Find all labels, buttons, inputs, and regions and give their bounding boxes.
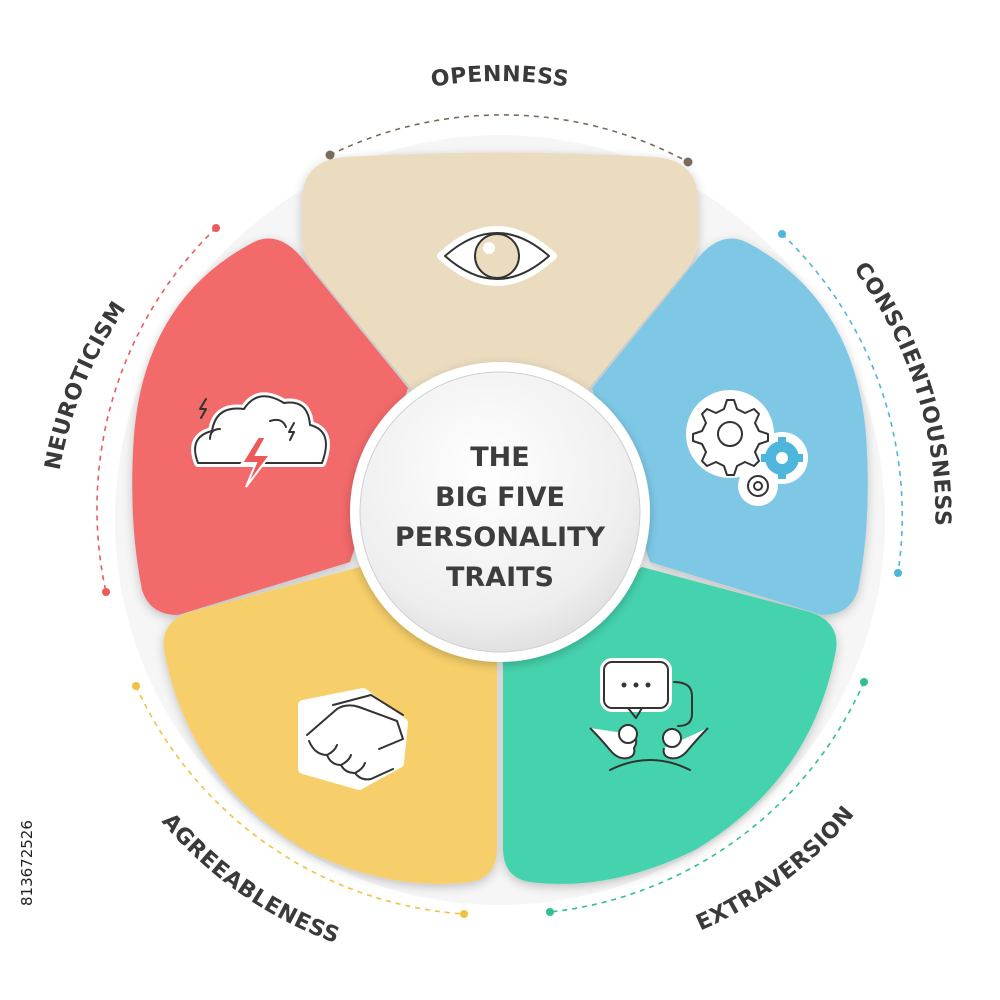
- arc-openness: [329, 114, 689, 163]
- arc-dot: [546, 908, 554, 916]
- label-openness: OPENNESS: [429, 62, 570, 93]
- arc-dot: [212, 224, 220, 232]
- center-badge: THE BIG FIVE PERSONALITY TRAITS: [350, 362, 650, 662]
- arc-extraversion: [549, 681, 865, 913]
- gears-icon: [686, 390, 808, 506]
- center-title-line-4: TRAITS: [446, 562, 554, 593]
- arc-dot: [860, 678, 868, 686]
- center-title-line-3: PERSONALITY: [395, 522, 606, 553]
- arc-dot: [102, 588, 110, 596]
- arc-dot: [778, 230, 786, 238]
- arc-dot: [683, 157, 693, 167]
- arc-agreeableness: [135, 685, 465, 915]
- arc-dot: [460, 910, 468, 918]
- stock-id: 813672526: [18, 820, 36, 906]
- arc-conscientiousness: [781, 233, 903, 574]
- arc-dot: [132, 682, 140, 690]
- handshake-icon: [298, 688, 408, 790]
- arc-dot: [894, 569, 902, 577]
- center-title-line-1: THE: [470, 442, 529, 473]
- arc-dot: [325, 150, 335, 160]
- arc-neuroticism: [96, 227, 217, 593]
- center-title-line-2: BIG FIVE: [435, 482, 565, 513]
- chat-people-icon: [589, 658, 709, 771]
- label-neuroticism: NEUROTICISM: [41, 297, 132, 472]
- segment-extraversion[interactable]: [503, 567, 837, 884]
- eye-icon: [437, 226, 557, 286]
- storm-cloud-icon: [191, 392, 330, 488]
